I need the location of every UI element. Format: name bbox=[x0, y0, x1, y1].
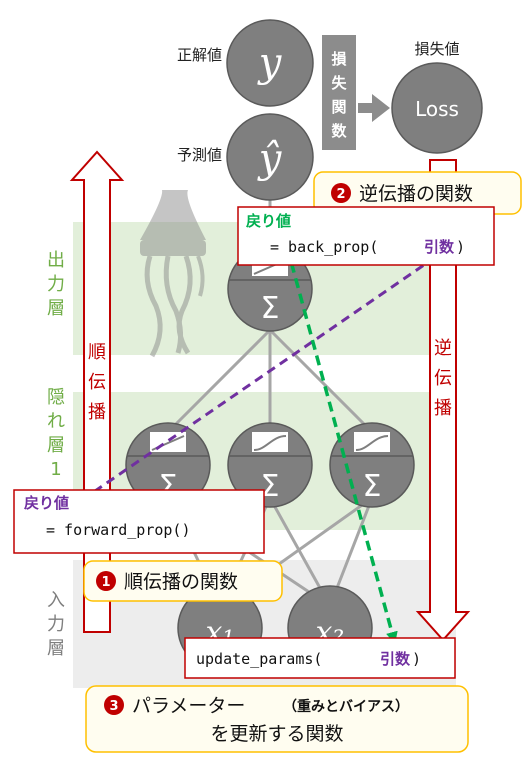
update-callout: 3 パラメーター （重みとバイアス） を更新する関数 bbox=[85, 685, 469, 753]
forward-callout: 1 順伝播の関数 bbox=[83, 560, 283, 602]
number-badge bbox=[96, 571, 116, 591]
svg-text:逆: 逆 bbox=[434, 338, 452, 359]
svg-text:1: 1 bbox=[50, 459, 61, 480]
backprop-code-box: 戻り値 = back_prop( 引数 ) bbox=[237, 206, 495, 266]
forward-code-box: 戻り値 = forward_prop() bbox=[13, 489, 265, 554]
svg-text:関: 関 bbox=[331, 98, 346, 116]
svg-text:逆伝播の関数: 逆伝播の関数 bbox=[359, 183, 473, 205]
number-badge bbox=[104, 695, 124, 715]
svg-text:失: 失 bbox=[331, 74, 347, 92]
svg-text:Σ: Σ bbox=[363, 469, 382, 504]
svg-text:順: 順 bbox=[88, 342, 106, 363]
svg-text:れ: れ bbox=[47, 411, 65, 432]
svg-text:update_params(: update_params( bbox=[196, 650, 322, 668]
svg-text:パラメーター: パラメーター bbox=[132, 695, 245, 717]
svg-text:Loss: Loss bbox=[415, 97, 459, 121]
return-to-arg-arrow bbox=[81, 252, 443, 502]
backprop-return-to-update-arrow bbox=[281, 231, 398, 644]
loss-function-label: 損 失 関 数 bbox=[331, 50, 347, 140]
hidden-neuron: Σ bbox=[329, 422, 415, 508]
true-value-label: 正解値 bbox=[177, 46, 222, 64]
svg-text:層: 層 bbox=[47, 435, 65, 456]
svg-text:力: 力 bbox=[47, 274, 65, 295]
svg-text:（重みとバイアス）: （重みとバイアス） bbox=[283, 698, 409, 715]
svg-text:出: 出 bbox=[47, 250, 65, 271]
svg-text:Σ: Σ bbox=[261, 291, 280, 326]
backward-arrow: 逆 伝 播 bbox=[415, 159, 471, 642]
svg-text:隠: 隠 bbox=[47, 387, 65, 408]
svg-text:2: 2 bbox=[336, 187, 345, 202]
backward-arrow-label: 逆 伝 播 bbox=[434, 338, 452, 419]
hidden-layer-label: 隠 れ 層 1 bbox=[47, 387, 65, 480]
svg-text:伝: 伝 bbox=[88, 372, 106, 393]
svg-text:戻り値: 戻り値 bbox=[245, 212, 291, 230]
svg-text:層: 層 bbox=[47, 638, 65, 659]
number-badge bbox=[331, 183, 351, 203]
svg-text:伝: 伝 bbox=[434, 368, 452, 389]
svg-text:3: 3 bbox=[109, 699, 118, 714]
svg-text:順伝播の関数: 順伝播の関数 bbox=[124, 571, 238, 593]
hidden-neuron: Σ bbox=[125, 422, 211, 508]
loss-arrow bbox=[358, 94, 390, 122]
svg-text:): ) bbox=[412, 650, 421, 668]
hidden-neuron: Σ bbox=[227, 422, 313, 508]
svg-text:入: 入 bbox=[47, 590, 65, 611]
update-code-box: update_params( 引数 ) bbox=[184, 637, 456, 679]
loss-node: Loss bbox=[391, 62, 483, 154]
svg-text:損: 損 bbox=[331, 50, 347, 68]
forward-arrow-label: 順 伝 播 bbox=[88, 342, 106, 423]
input-layer-label: 入 力 層 bbox=[47, 590, 65, 659]
svg-text:): ) bbox=[456, 238, 465, 256]
output-layer-label: 出 力 層 bbox=[47, 250, 65, 319]
svg-text:引数: 引数 bbox=[380, 650, 411, 668]
svg-text:引数: 引数 bbox=[424, 238, 455, 256]
svg-text:播: 播 bbox=[88, 402, 106, 423]
svg-text:層: 層 bbox=[47, 298, 65, 319]
svg-text:1: 1 bbox=[101, 575, 110, 590]
svg-text:力: 力 bbox=[47, 614, 65, 635]
svg-text:y: y bbox=[257, 40, 283, 86]
backprop-callout: 2 逆伝播の関数 bbox=[313, 171, 522, 215]
svg-text:ŷ: ŷ bbox=[257, 136, 283, 182]
y-node: y bbox=[226, 19, 314, 107]
svg-text:数: 数 bbox=[331, 122, 347, 140]
svg-text:を更新する関数: を更新する関数 bbox=[210, 723, 343, 745]
squid-illustration bbox=[140, 190, 206, 358]
svg-text:戻り値: 戻り値 bbox=[23, 494, 69, 512]
svg-text:= forward_prop(): = forward_prop() bbox=[46, 521, 191, 539]
loss-value-label: 損失値 bbox=[414, 40, 459, 58]
svg-text:播: 播 bbox=[434, 398, 452, 419]
pred-value-label: 予測値 bbox=[177, 146, 222, 164]
loss-function-box bbox=[322, 35, 356, 150]
svg-text:Σ: Σ bbox=[261, 469, 280, 504]
yhat-node: ŷ bbox=[226, 113, 314, 201]
svg-text:= back_prop(: = back_prop( bbox=[270, 238, 378, 256]
